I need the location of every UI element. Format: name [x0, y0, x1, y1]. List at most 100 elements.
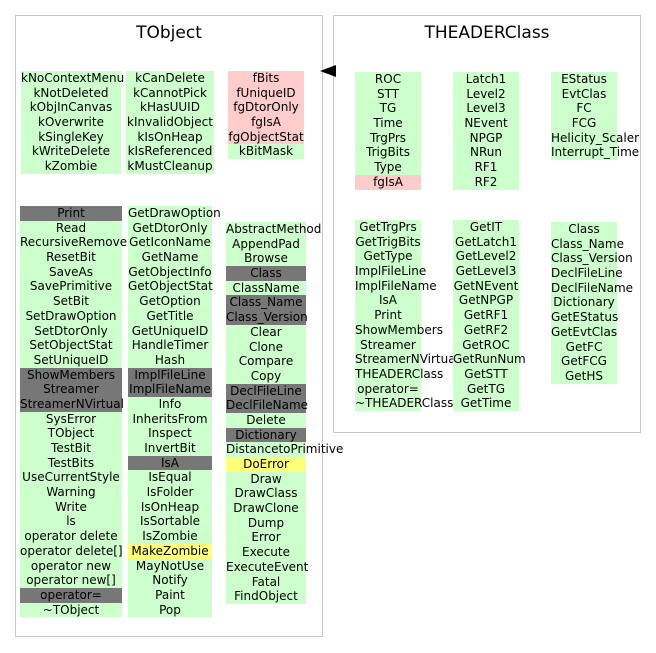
class-member-item: kBitMask	[228, 144, 304, 160]
class-member-item: Inspect	[128, 426, 212, 441]
class-member-item: operator delete	[20, 529, 122, 544]
class-member-item: Class	[551, 222, 617, 237]
class-member-item: Class_Version	[551, 251, 633, 267]
class-member-item: RF2	[453, 174, 519, 190]
class-member-item: operator new	[20, 558, 122, 574]
class-member-item: Browse	[226, 251, 306, 267]
class-member-item: UseCurrentStyle	[20, 470, 122, 486]
class-member-item: GetTG	[453, 381, 519, 397]
class-member-item: TrgPrs	[355, 130, 421, 146]
class-member-item: DeclFileLine	[226, 383, 306, 399]
class-member-item: Paint	[128, 587, 212, 603]
class-member-item: RecursiveRemove	[20, 235, 128, 251]
class-member-item: ls	[20, 514, 122, 530]
class-member-item: Dump	[226, 515, 306, 531]
class-member-item: GetLevel3	[453, 264, 519, 279]
class-member-item: InheritsFrom	[128, 411, 212, 427]
class-member-item: ClassName	[226, 280, 306, 296]
class-member-item: ImplFileName	[355, 278, 437, 294]
class-member-item: Write	[20, 499, 122, 515]
class-member-item: GetTime	[453, 396, 519, 411]
class-member-item: DeclFileName	[551, 280, 634, 296]
tobject-title: TObject	[136, 23, 202, 43]
class-member-item: operator delete[]	[20, 543, 123, 559]
class-member-item: GetLevel2	[453, 249, 519, 265]
class-member-item: operator new[]	[20, 573, 122, 588]
class-member-item: IsEqual	[128, 470, 212, 486]
class-member-item: kInvalidObject	[126, 115, 214, 130]
class-member-item: MakeZombie	[128, 543, 212, 559]
class-member-item: IsA	[128, 455, 212, 471]
class-member-item: Streamer	[355, 337, 421, 353]
class-member-item: kIsOnHeap	[126, 129, 214, 145]
class-member-item: Helicity_Scaler	[551, 130, 640, 146]
class-member-item: TestBit	[20, 441, 122, 456]
class-member-item: kHasUUID	[126, 100, 214, 116]
class-member-item: Error	[226, 530, 306, 546]
class-member-item: SetDrawOption	[20, 308, 122, 324]
class-member-item: Notify	[128, 573, 212, 588]
class-member-item: GetROC	[453, 337, 519, 353]
class-member-item: SaveAs	[20, 264, 122, 280]
class-member-item: IsA	[355, 293, 421, 309]
class-member-item: Latch1	[453, 72, 519, 87]
class-member-item: NRun	[453, 145, 519, 161]
class-member-item: Fatal	[226, 574, 306, 590]
class-member-item: kWriteDelete	[21, 144, 121, 160]
class-member-item: ShowMembers	[355, 322, 443, 338]
class-member-item: ImplFileLine	[355, 264, 427, 279]
class-member-item: HandleTimer	[128, 338, 212, 353]
class-member-item: GetTrgPrs	[355, 220, 421, 235]
class-member-item: GetNPGP	[453, 293, 519, 309]
class-member-item: Info	[128, 396, 212, 412]
class-member-item: Execute	[226, 545, 306, 560]
class-member-item: TG	[355, 101, 421, 117]
class-member-item: Interrupt_Time	[551, 145, 640, 161]
class-member-item: GetName	[128, 250, 212, 265]
class-member-item: StreamerNVirtual	[355, 352, 459, 367]
class-member-item: Streamer	[20, 382, 122, 397]
class-member-item: GetTrigBits	[355, 234, 421, 250]
class-member-item: ~TObject	[20, 602, 122, 618]
class-member-item: SetUniqueID	[20, 352, 122, 368]
class-member-item: fUniqueID	[228, 85, 304, 101]
class-member-item: kCannotPick	[126, 85, 214, 101]
class-member-item: Dictionary	[551, 295, 617, 311]
class-member-item: IsSortable	[128, 514, 212, 530]
class-member-item: IsOnHeap	[128, 499, 212, 515]
class-member-item: GetNEvent	[453, 278, 519, 294]
inheritance-arrow-icon	[320, 65, 336, 77]
class-member-item: Clear	[226, 324, 306, 340]
class-member-item: GetTitle	[128, 308, 212, 324]
class-member-item: Delete	[226, 412, 306, 428]
class-member-item: kOverwrite	[21, 115, 121, 130]
class-member-item: GetFC	[551, 339, 617, 355]
class-member-item: fgDtorOnly	[228, 100, 304, 116]
class-member-item: Copy	[226, 368, 306, 384]
class-member-item: Class_Name	[551, 236, 624, 252]
class-member-item: Class	[226, 266, 306, 281]
class-member-item: kNoContextMenu	[21, 71, 125, 86]
class-member-item: GetIconName	[128, 235, 212, 251]
class-member-item: Level3	[453, 101, 519, 117]
class-member-item: NPGP	[453, 130, 519, 146]
class-member-item: ShowMembers	[20, 367, 122, 383]
class-member-item: THEADERClass	[355, 366, 444, 382]
class-member-item: NEvent	[453, 116, 519, 131]
class-member-item: GetLatch1	[453, 234, 519, 250]
class-member-item: SysError	[20, 411, 122, 427]
class-member-item: GetDtorOnly	[128, 220, 212, 236]
class-member-item: GetRF2	[453, 322, 519, 338]
class-member-item: kIsReferenced	[126, 144, 214, 160]
class-member-item: operator=	[20, 587, 122, 603]
class-member-item: kCanDelete	[126, 71, 214, 86]
class-member-item: TObject	[20, 426, 122, 441]
class-member-item: Read	[20, 220, 122, 236]
